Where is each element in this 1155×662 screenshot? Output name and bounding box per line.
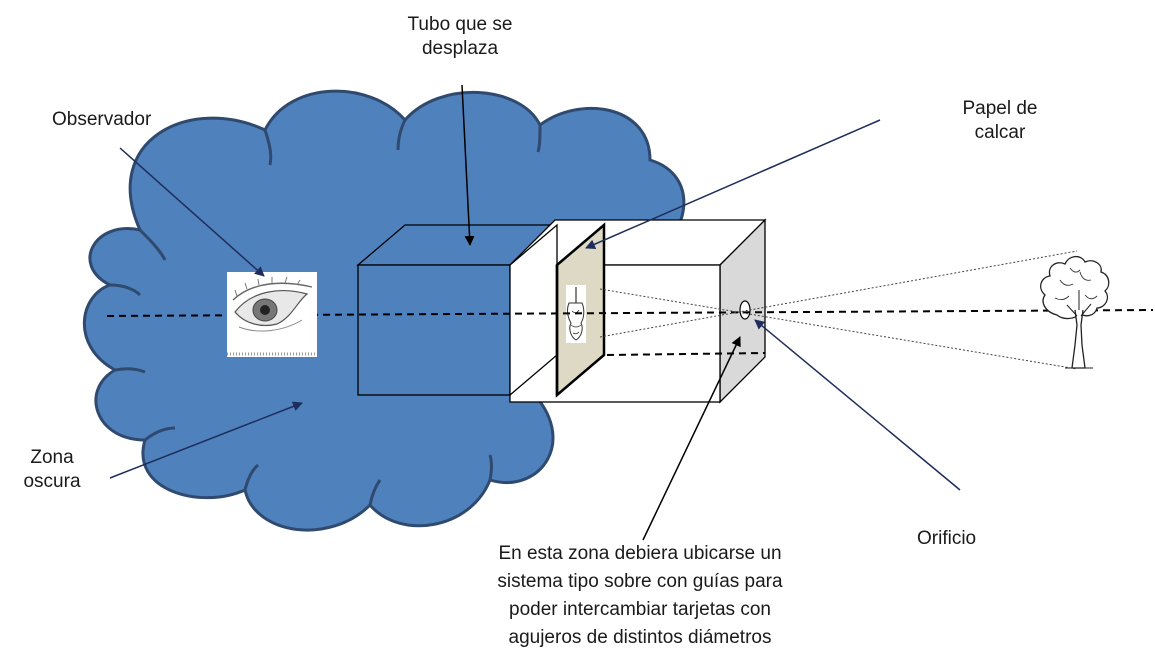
card-guide-line	[606, 352, 766, 356]
label-sliding-tube-line2: desplaza	[421, 38, 499, 59]
label-observer: Observador	[52, 109, 152, 130]
label-dark-zone-line1: Zona	[30, 447, 74, 468]
cloud-lobe	[368, 479, 382, 506]
cloud-lobe	[396, 119, 407, 151]
eye-icon	[227, 272, 317, 357]
tube-front-face	[357, 264, 512, 396]
observer-pointer-arrow	[119, 147, 265, 277]
pinhole-pointer-arrow	[754, 319, 961, 491]
label-tracing-paper-line2: calcar	[974, 122, 1026, 143]
light-ray-bottom	[599, 250, 1078, 338]
label-sliding-tube: Tubo que se desplaza	[408, 13, 513, 61]
label-tracing-paper-line1: Papel de	[962, 98, 1038, 119]
paper-pointer-arrow	[585, 119, 881, 249]
label-pinhole: Orificio	[917, 528, 977, 549]
dark-zone-pointer-arrow	[109, 401, 303, 479]
cloud-lobe	[488, 454, 493, 481]
tube-pointer-arrow	[461, 84, 475, 246]
pinhole	[739, 300, 751, 320]
label-dark-zone-line2: oscura	[23, 471, 81, 492]
label-tracing-paper: Papel de calcar	[962, 97, 1037, 145]
light-ray-top	[599, 288, 1078, 370]
label-dark-zone: Zona oscura	[23, 446, 80, 494]
cloud-lobe	[243, 463, 260, 491]
cloud-lobe	[536, 124, 542, 153]
label-card-zone-note: En esta zona debiera ubicarse un sistema…	[497, 540, 782, 652]
cloud-lobe	[144, 426, 176, 442]
note-line2: sistema tipo sobre con guías para	[497, 571, 783, 592]
camera-body	[508, 218, 767, 404]
cloud-lobe	[109, 283, 142, 297]
note-line3: poder intercambiar tarjetas con	[509, 599, 771, 620]
cloud-lobe	[263, 129, 273, 166]
cloud-lobe	[138, 228, 167, 261]
note-line4: agujeros de distintos diámetros	[508, 627, 772, 648]
tree-icon	[1040, 255, 1110, 369]
label-sliding-tube-line1: Tubo que se	[407, 14, 513, 35]
note-line1: En esta zona debiera ubicarse un	[498, 543, 782, 564]
card-zone-pointer-arrow	[642, 336, 741, 541]
cloud-lobe	[114, 367, 146, 374]
